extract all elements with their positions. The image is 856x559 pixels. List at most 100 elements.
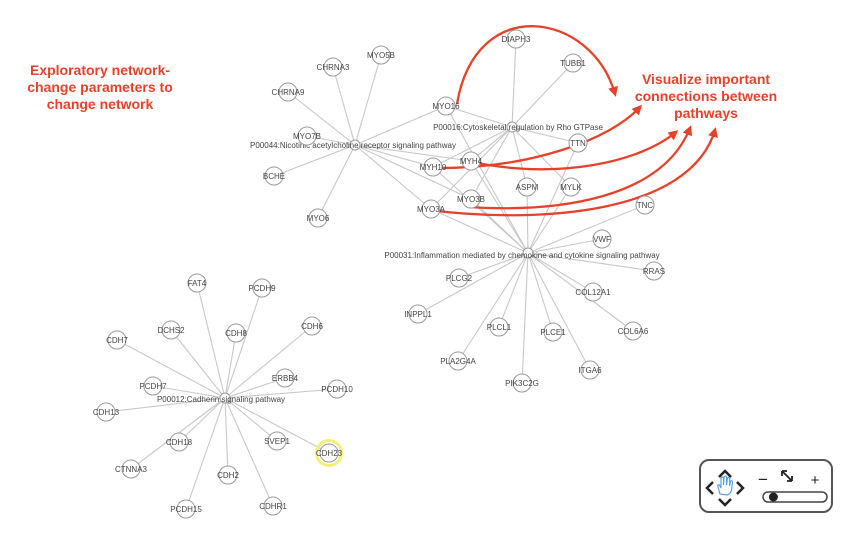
gene-node-col12a1[interactable]: COL12A1 xyxy=(575,282,611,302)
gene-node-circle[interactable] xyxy=(226,323,246,343)
gene-node-circle[interactable] xyxy=(449,268,469,288)
gene-node-plcl1[interactable]: PLCL1 xyxy=(487,317,512,337)
fit-screen-icon[interactable] xyxy=(781,470,793,482)
gene-node-circle[interactable] xyxy=(517,177,537,197)
gene-node-tnc[interactable]: TNC xyxy=(635,195,655,215)
gene-node-circle[interactable] xyxy=(644,261,664,281)
gene-node-circle[interactable] xyxy=(592,229,612,249)
gene-node-circle[interactable] xyxy=(421,199,441,219)
gene-node-circle[interactable] xyxy=(512,373,532,393)
gene-node-circle[interactable] xyxy=(371,45,391,65)
gene-node-circle[interactable] xyxy=(623,321,643,341)
gene-node-circle[interactable] xyxy=(423,157,443,177)
gene-node-bche[interactable]: BCHE xyxy=(263,166,285,186)
gene-node-circle[interactable] xyxy=(252,278,272,298)
hub-node-circle[interactable] xyxy=(349,139,361,151)
gene-node-plcg2[interactable]: PLCG2 xyxy=(446,268,473,288)
gene-node-myo6[interactable]: MYO6 xyxy=(307,208,330,228)
gene-node-circle[interactable] xyxy=(297,126,317,146)
hub-node-p00044[interactable]: P00044:Nicotinic acetylcholine receptor … xyxy=(250,139,456,151)
gene-node-circle[interactable] xyxy=(121,459,141,479)
gene-node-vwf[interactable]: VWF xyxy=(592,229,612,249)
gene-node-circle[interactable] xyxy=(327,379,347,399)
gene-node-aspm[interactable]: ASPM xyxy=(516,177,539,197)
gene-node-circle[interactable] xyxy=(278,82,298,102)
gene-node-circle[interactable] xyxy=(461,151,481,171)
gene-node-circle[interactable] xyxy=(580,360,600,380)
hub-node-p00016[interactable]: P00016:Cytoskeletal regulation by Rho GT… xyxy=(433,121,603,133)
gene-node-circle[interactable] xyxy=(506,29,526,49)
gene-node-pik3c2g[interactable]: PIK3C2G xyxy=(505,373,539,393)
gene-node-ttn[interactable]: TTN xyxy=(568,133,588,153)
gene-node-myo3b[interactable]: MYO3B xyxy=(457,189,485,209)
gene-node-cdh13[interactable]: CDH13 xyxy=(93,402,120,422)
gene-node-rras[interactable]: RRAS xyxy=(643,261,665,281)
gene-node-circle[interactable] xyxy=(187,273,207,293)
gene-node-circle[interactable] xyxy=(461,189,481,209)
gene-node-circle[interactable] xyxy=(275,368,295,388)
gene-node-diaph3[interactable]: DIAPH3 xyxy=(502,29,531,49)
gene-node-circle[interactable] xyxy=(308,208,328,228)
gene-node-cdhr1[interactable]: CDHR1 xyxy=(259,496,287,516)
gene-node-pcdh15[interactable]: PCDH15 xyxy=(170,499,202,519)
gene-node-circle[interactable] xyxy=(96,402,116,422)
zoom-out-button[interactable]: − xyxy=(758,470,768,489)
pan-left-icon[interactable] xyxy=(705,481,714,495)
gene-node-cdh2[interactable]: CDH2 xyxy=(217,465,239,485)
gene-node-chrna9[interactable]: CHRNA9 xyxy=(272,82,305,102)
gene-node-circle[interactable] xyxy=(263,496,283,516)
gene-node-circle[interactable] xyxy=(143,376,163,396)
hub-node-circle[interactable] xyxy=(219,392,231,404)
gene-node-inppl1[interactable]: INPPL1 xyxy=(404,304,432,324)
gene-node-tubb1[interactable]: TUBB1 xyxy=(560,53,586,73)
gene-node-erbb4[interactable]: ERBB4 xyxy=(272,368,299,388)
hub-node-p00012[interactable]: P00012:Cadherin signaling pathway xyxy=(157,392,285,404)
pan-hand-icon[interactable] xyxy=(717,475,734,496)
gene-node-circle[interactable] xyxy=(561,177,581,197)
gene-node-pcdh10[interactable]: PCDH10 xyxy=(321,379,353,399)
gene-node-cdh7[interactable]: CDH7 xyxy=(106,330,128,350)
gene-node-circle[interactable] xyxy=(176,499,196,519)
gene-node-myh10[interactable]: MYH10 xyxy=(420,157,447,177)
gene-node-circle[interactable] xyxy=(489,317,509,337)
gene-node-col6a6[interactable]: COL6A6 xyxy=(618,321,649,341)
gene-node-circle[interactable] xyxy=(408,304,428,324)
navigation-control[interactable]: − + xyxy=(699,459,833,513)
gene-node-itga6[interactable]: ITGA6 xyxy=(578,360,602,380)
gene-node-svep1[interactable]: SVEP1 xyxy=(264,431,290,451)
gene-node-circle[interactable] xyxy=(161,320,181,340)
gene-node-fat4[interactable]: FAT4 xyxy=(187,273,207,293)
gene-node-circle[interactable] xyxy=(107,330,127,350)
gene-node-circle[interactable] xyxy=(319,443,339,463)
pan-up-icon[interactable] xyxy=(718,469,732,478)
gene-node-chrna3[interactable]: CHRNA3 xyxy=(317,57,350,77)
gene-node-circle[interactable] xyxy=(267,431,287,451)
gene-node-cdh8[interactable]: CDH8 xyxy=(225,323,247,343)
hub-node-p00031[interactable]: P00031:Inflammation mediated by chemokin… xyxy=(384,247,660,260)
gene-node-pla2g4a[interactable]: PLA2G4A xyxy=(440,351,476,371)
gene-node-circle[interactable] xyxy=(635,195,655,215)
gene-node-circle[interactable] xyxy=(169,432,189,452)
gene-node-myo3a[interactable]: MYO3A xyxy=(417,199,446,219)
hub-node-circle[interactable] xyxy=(522,247,534,259)
zoom-slider-thumb[interactable] xyxy=(768,492,778,502)
gene-node-circle[interactable] xyxy=(568,133,588,153)
gene-node-pcdh9[interactable]: PCDH9 xyxy=(248,278,276,298)
gene-node-circle[interactable] xyxy=(302,316,322,336)
gene-node-circle[interactable] xyxy=(448,351,468,371)
gene-node-circle[interactable] xyxy=(323,57,343,77)
gene-node-circle[interactable] xyxy=(563,53,583,73)
gene-node-circle[interactable] xyxy=(436,96,456,116)
gene-node-myo16[interactable]: MYO16 xyxy=(432,96,460,116)
gene-node-dchs2[interactable]: DCHS2 xyxy=(157,320,185,340)
zoom-slider-track[interactable] xyxy=(762,491,828,503)
gene-node-cdh23[interactable]: CDH23 xyxy=(315,439,343,467)
gene-node-circle[interactable] xyxy=(264,166,284,186)
gene-node-mylk[interactable]: MYLK xyxy=(560,177,583,197)
pan-down-icon[interactable] xyxy=(718,498,732,507)
gene-node-myo5b[interactable]: MYO5B xyxy=(367,45,395,65)
gene-node-cdh6[interactable]: CDH6 xyxy=(301,316,323,336)
gene-node-myh4[interactable]: MYH4 xyxy=(460,151,483,171)
gene-node-pcdh7[interactable]: PCDH7 xyxy=(139,376,167,396)
